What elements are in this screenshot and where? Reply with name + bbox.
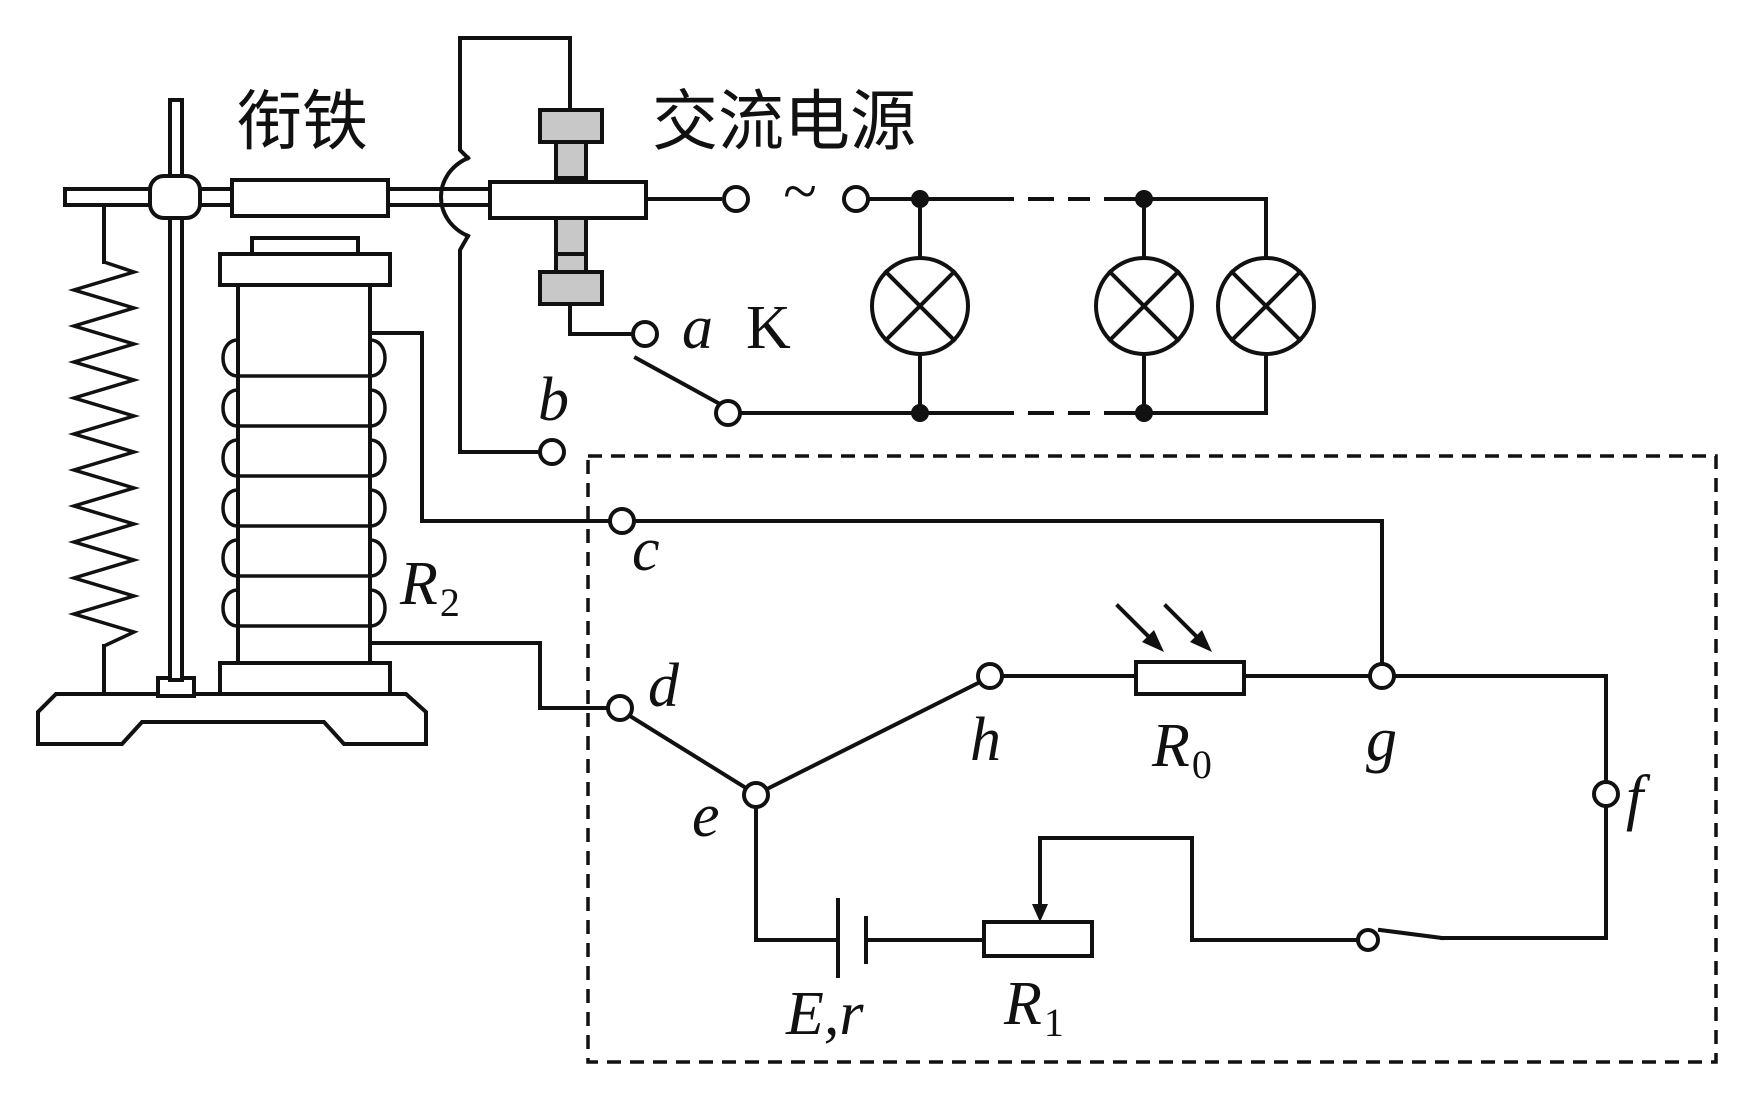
lamp-3 bbox=[1216, 197, 1316, 415]
terminal-h[interactable] bbox=[976, 662, 1004, 690]
junction-dot bbox=[1135, 190, 1153, 208]
ac-terminal-left[interactable] bbox=[722, 185, 750, 213]
lamp-2 bbox=[1094, 197, 1194, 415]
wire-crossover bbox=[439, 155, 471, 239]
wire-d-to-e bbox=[627, 713, 749, 791]
label-R1: R1 bbox=[1003, 970, 1064, 1045]
label-K: K bbox=[746, 294, 791, 362]
wire-e-to-battery bbox=[754, 805, 840, 942]
junction-dot bbox=[911, 190, 929, 208]
control-switch-terminal[interactable] bbox=[1356, 928, 1380, 952]
label-c: c bbox=[632, 516, 660, 584]
label-d: d bbox=[648, 652, 680, 720]
battery bbox=[836, 898, 868, 978]
terminal-e[interactable] bbox=[742, 781, 770, 809]
label-R0: R0 bbox=[1151, 712, 1212, 787]
terminal-c[interactable] bbox=[608, 507, 636, 535]
control-switch-blade[interactable] bbox=[1377, 927, 1445, 941]
terminal-b[interactable] bbox=[538, 438, 566, 466]
wire-g-to-f bbox=[1392, 674, 1608, 784]
label-h: h bbox=[970, 706, 1001, 774]
rheostat-R1[interactable] bbox=[982, 920, 1094, 958]
switch-K-blade[interactable] bbox=[633, 355, 723, 407]
wire-c-to-g bbox=[632, 519, 1384, 666]
dashed-enclosure bbox=[586, 454, 1718, 1064]
wire-e-to-h bbox=[764, 679, 983, 792]
terminal-f[interactable] bbox=[1592, 780, 1620, 808]
R1-slider-arrow bbox=[1032, 904, 1048, 922]
label-battery: E,r bbox=[785, 980, 864, 1048]
wire-switch-to-R1 bbox=[1038, 836, 1360, 942]
label-b: b bbox=[538, 366, 569, 434]
contact-assembly bbox=[488, 108, 648, 336]
photoresistor-R0 bbox=[1115, 603, 1246, 696]
armature-label: 衔铁 bbox=[236, 83, 368, 160]
junction-dot bbox=[1135, 404, 1153, 422]
label-a: a bbox=[682, 294, 713, 362]
spring bbox=[67, 203, 141, 696]
armature-bar bbox=[230, 178, 390, 218]
coil-windings bbox=[221, 338, 387, 628]
label-R2: R2 bbox=[399, 550, 460, 625]
ac-source-label: 交流电源 bbox=[652, 83, 916, 160]
label-f: f bbox=[1626, 764, 1651, 832]
terminal-g[interactable] bbox=[1368, 662, 1396, 690]
ac-symbol: ~ bbox=[783, 158, 817, 226]
junction-dot bbox=[911, 404, 929, 422]
wire-to-b bbox=[458, 233, 544, 454]
wire-f-down bbox=[1440, 804, 1608, 940]
ac-terminal-right[interactable] bbox=[842, 185, 870, 213]
electromagnet bbox=[218, 236, 624, 710]
terminal-d[interactable] bbox=[606, 694, 634, 722]
clamp-knob bbox=[148, 174, 202, 220]
lamp-1 bbox=[870, 197, 970, 415]
terminal-a[interactable] bbox=[631, 320, 659, 348]
label-g: g bbox=[1366, 706, 1397, 774]
wire-top-loop bbox=[458, 36, 572, 161]
label-e: e bbox=[692, 782, 720, 850]
switch-K-pivot[interactable] bbox=[714, 399, 742, 427]
